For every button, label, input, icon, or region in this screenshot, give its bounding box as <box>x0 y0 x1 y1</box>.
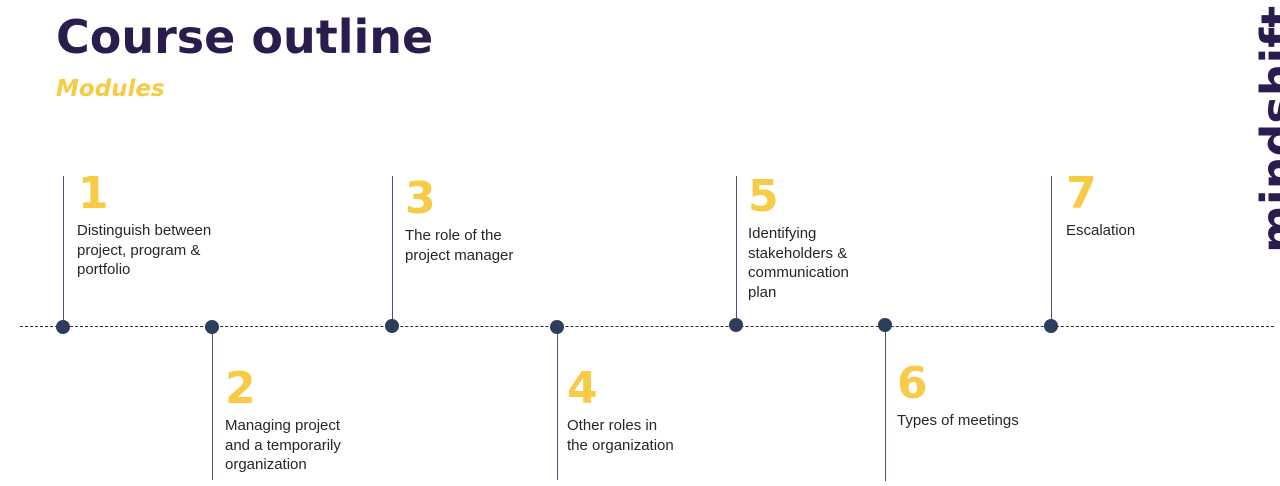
module-2-number: 2 <box>225 363 256 414</box>
module-4-label: Other roles in the organization <box>567 417 674 454</box>
module-6-number: 6 <box>897 358 928 409</box>
module-6-dot <box>878 318 892 332</box>
timeline-axis <box>20 326 1274 327</box>
module-3-number: 3 <box>405 173 436 224</box>
module-7-number: 7 <box>1066 168 1097 219</box>
module-4-number: 4 <box>567 363 598 414</box>
module-6-stem <box>885 326 886 481</box>
module-3-stem <box>392 176 393 326</box>
module-7-label: Escalation <box>1066 222 1136 239</box>
module-5-number: 5 <box>748 171 779 222</box>
module-5-dot <box>729 318 743 332</box>
module-4-dot <box>550 320 564 334</box>
module-1-dot <box>56 320 70 334</box>
module-7-dot <box>1044 319 1058 333</box>
mindshift-logo: mindshift <box>1251 5 1280 253</box>
module-6-label: Types of meetings <box>897 412 1019 429</box>
module-2-label: Managing project and a temporarily organ… <box>225 417 341 473</box>
page-subtitle: Modules <box>56 76 165 102</box>
module-5-label: Identifying stakeholders & communication… <box>748 225 849 301</box>
module-1-number: 1 <box>78 168 109 219</box>
page-title: Course outline <box>56 10 434 64</box>
module-3-label: The role of the project manager <box>405 227 514 264</box>
module-5-stem <box>736 176 737 326</box>
module-1-stem <box>63 176 64 326</box>
module-1-label: Distinguish between project, program & p… <box>77 222 212 278</box>
module-2-dot <box>205 320 219 334</box>
module-4-stem <box>557 326 558 480</box>
module-2-stem <box>212 326 213 480</box>
module-7-stem <box>1051 176 1052 326</box>
module-3-dot <box>385 319 399 333</box>
